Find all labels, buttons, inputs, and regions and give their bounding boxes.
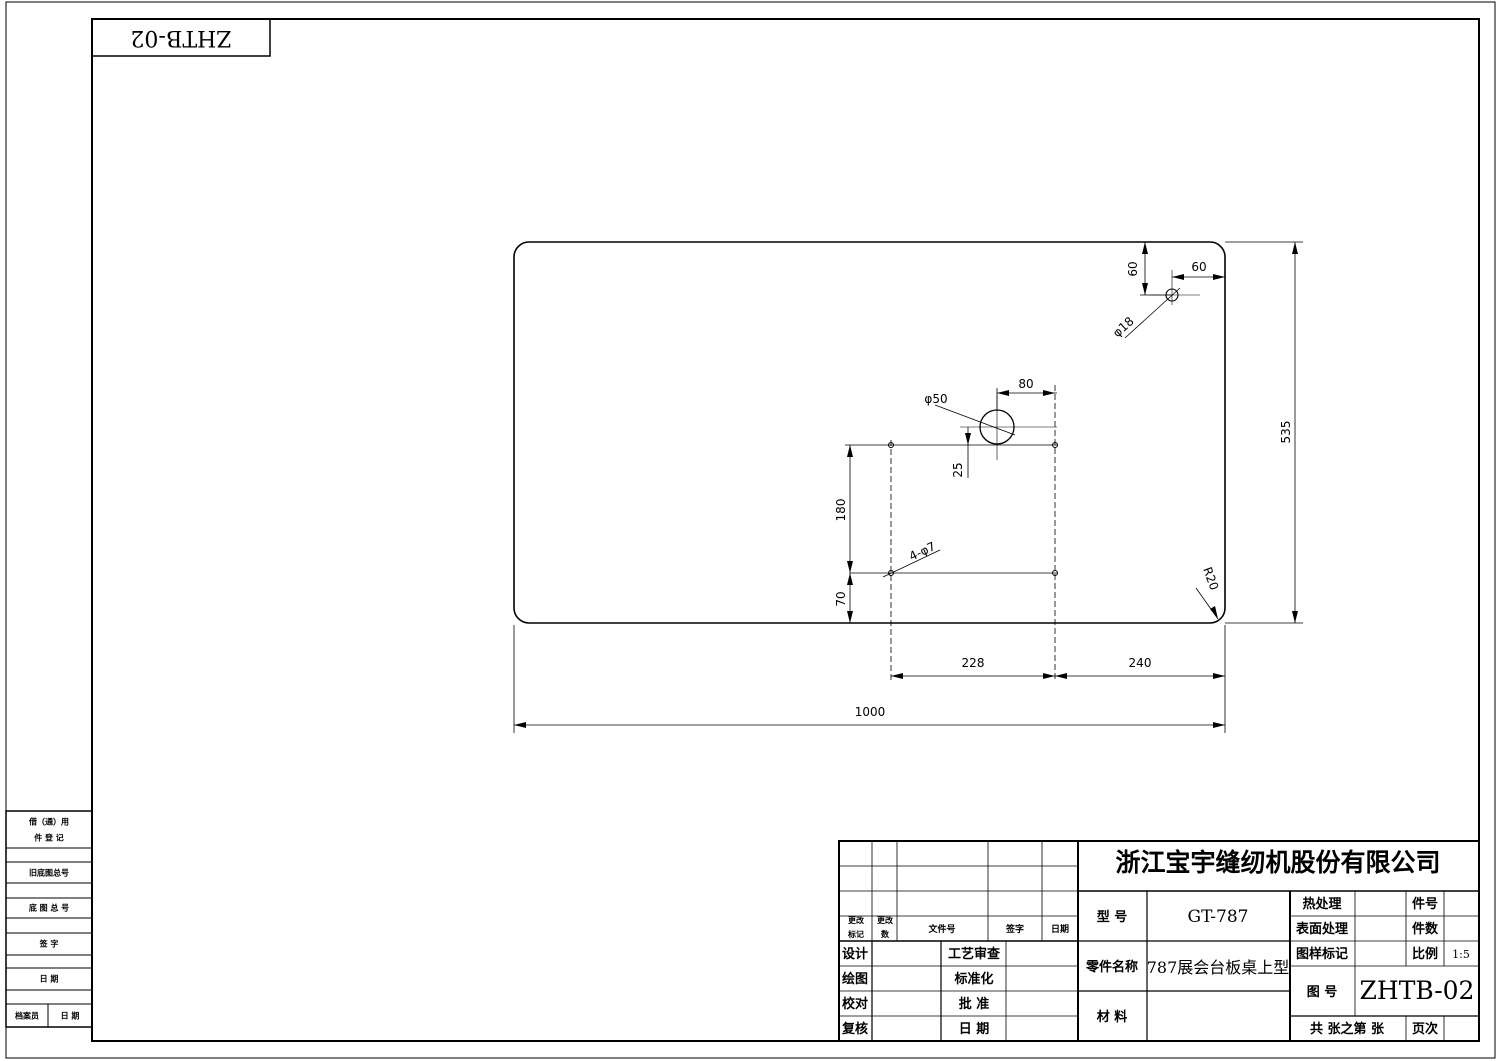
drawing-no-label: 图 号 (1307, 985, 1338, 1000)
archivist-date-label: 日 期 (61, 1011, 80, 1021)
mount-hole (888, 570, 894, 576)
borrow-label-2: 件 登 记 (34, 833, 64, 843)
date2-label: 日 期 (959, 1022, 990, 1037)
company-name: 浙江宝宇缝纫机股份有限公司 (1115, 848, 1440, 877)
part-no-label: 件号 (1412, 896, 1438, 912)
old-base-label: 旧底图总号 (29, 868, 69, 878)
drawing-frame (91, 18, 1480, 1042)
dim-hole-base-y: 70 (834, 591, 848, 606)
base-label: 底 图 总 号 (28, 903, 69, 913)
part-name-label: 零件名称 (1085, 959, 1138, 975)
dim-hole-offset-x: 60 (1191, 260, 1206, 274)
page-label: 页次 (1412, 1021, 1438, 1037)
dim-big-hole-x: 80 (1018, 377, 1033, 391)
standardization-label: 标准化 (953, 971, 993, 987)
change-mark-label-1: 更改 (848, 915, 865, 925)
borrow-label-1: 借（通）用 (28, 817, 69, 827)
drawing-no-value: ZHTB-02 (1360, 976, 1475, 1005)
change-mark-label-2: 标记 (847, 929, 864, 939)
dim-big-hole-y: 25 (951, 462, 965, 477)
check-label: 校对 (842, 996, 868, 1012)
side-registration-panel (5, 810, 93, 1028)
dim-big-hole-dia: φ50 (924, 392, 947, 406)
file-no-label: 文件号 (927, 923, 955, 935)
change-count-label-2: 数 (881, 929, 890, 939)
material-label: 材 料 (1097, 1009, 1128, 1025)
sample-mark-label: 图样标记 (1296, 946, 1348, 962)
part-name-value: 787展会台板桌上型 (1147, 958, 1290, 977)
sign-label: 签 字 (39, 939, 59, 949)
qty-label: 件数 (1412, 921, 1439, 937)
dimension-arrows (514, 242, 1298, 728)
dim-mount-holes: 4-φ7 (907, 539, 938, 563)
mount-hole (1052, 442, 1058, 448)
stamp-text: ZHTB-02 (130, 25, 231, 50)
mount-hole-pattern (845, 385, 1058, 680)
dimension-lines (513, 241, 1303, 733)
dim-height: 535 (1279, 421, 1293, 444)
model-label: 型 号 (1097, 909, 1128, 925)
archivist-label: 档案员 (15, 1011, 39, 1021)
dim-small-hole-dia: φ18 (1110, 314, 1137, 340)
scale-label: 比例 (1412, 946, 1438, 962)
process-review-label: 工艺审查 (948, 946, 1001, 962)
dim-hole-spacing-y: 180 (834, 499, 848, 522)
date-label: 日 期 (40, 974, 59, 984)
heat-treat-label: 热处理 (1302, 896, 1341, 912)
side-panel-labels: 借（通）用 件 登 记 旧底图总号 底 图 总 号 签 字 日 期 档案员 日 … (15, 817, 79, 1021)
scale-value: 1:5 (1452, 948, 1470, 961)
review-label: 复核 (841, 1021, 868, 1037)
big-hole (934, 395, 1057, 460)
dim-width: 1000 (855, 705, 886, 719)
mount-hole (1052, 570, 1058, 576)
sheet-outer-border (5, 1, 1496, 1059)
title-block-texts: 浙江宝宇缝纫机股份有限公司 更改 标记 更改 数 文件号 签字 日期 设计 工艺… (841, 848, 1474, 1037)
mount-hole (888, 442, 894, 448)
drawing-number-stamp: ZHTB-02 (91, 18, 271, 57)
table-plate-outline (513, 241, 1226, 624)
model-value: GT-787 (1188, 907, 1249, 927)
dim-corner-radius: R20 (1200, 565, 1221, 592)
title-block-grid (838, 840, 1480, 1042)
dim-hole-offset-y: 60 (1126, 261, 1140, 276)
dimension-texts: 1000 228 240 535 180 70 60 60 φ18 80 φ50… (834, 260, 1293, 719)
change-count-label-1: 更改 (877, 915, 894, 925)
date-label: 日期 (1051, 923, 1069, 935)
sheet-total-label: 共 张之第 张 (1310, 1021, 1385, 1037)
dim-hole-spacing-x: 228 (962, 656, 985, 670)
drawing-label: 绘图 (842, 971, 868, 987)
surface-treat-label: 表面处理 (1295, 921, 1348, 937)
signature-label: 签字 (1005, 923, 1024, 935)
small-hole (1124, 270, 1200, 339)
design-label: 设计 (842, 946, 868, 962)
dim-hole-edge-x: 240 (1129, 656, 1152, 670)
approve-label: 批 准 (959, 996, 990, 1012)
